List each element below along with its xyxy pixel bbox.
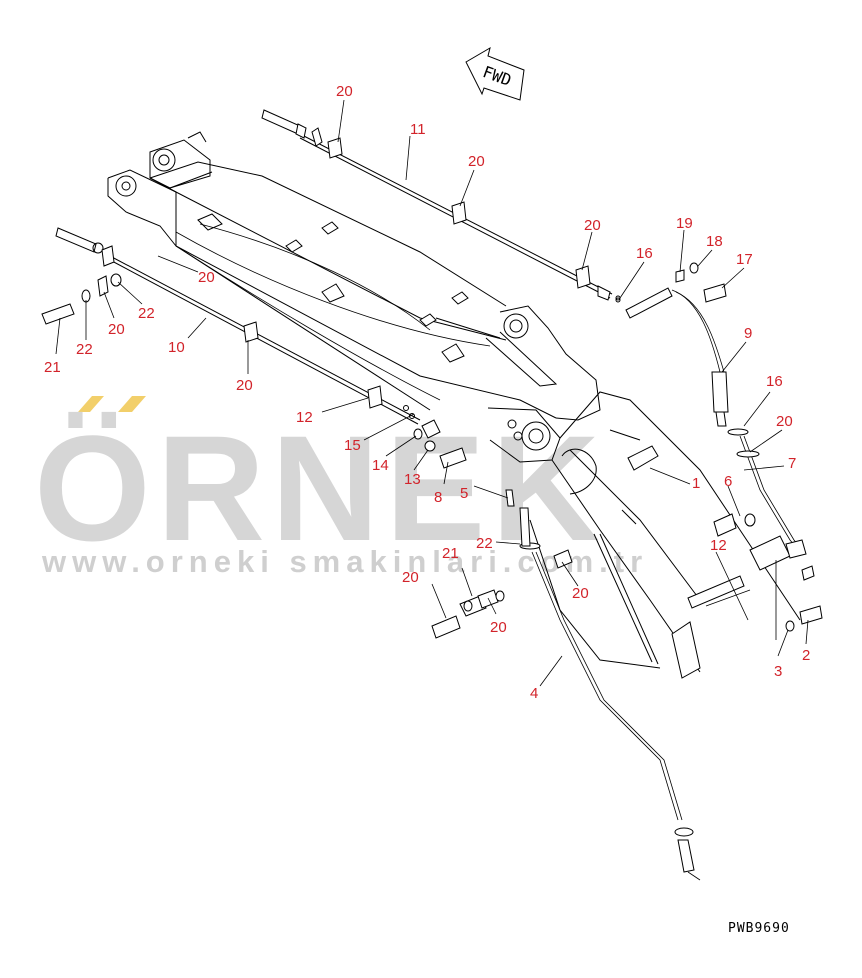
callout-label: 20 (584, 217, 601, 234)
callout-label: 3 (774, 663, 782, 680)
callout-label: 1 (692, 475, 700, 492)
callouts: 20 11 20 20 19 18 17 16 20 22 20 22 21 1… (44, 83, 810, 702)
callout-label: 21 (44, 359, 61, 376)
callout-label: 22 (476, 535, 493, 552)
callout-label: 22 (138, 305, 155, 322)
callout-label: 2 (802, 647, 810, 664)
boom-arm (107, 131, 801, 679)
callout-label: 15 (344, 437, 361, 454)
callout-label: 8 (434, 489, 442, 506)
callout-label: 21 (442, 545, 459, 562)
callout-label: 20 (198, 269, 215, 286)
callout-label: 5 (460, 485, 468, 502)
callout-label: 11 (410, 121, 426, 138)
rod-11 (261, 109, 621, 301)
leader-lines (55, 99, 809, 687)
callout-label: 16 (766, 373, 783, 390)
callout-label: 20 (468, 153, 485, 170)
fwd-arrow: FWD (465, 46, 525, 101)
callout-label: 10 (168, 339, 185, 356)
callout-label: 12 (710, 537, 727, 554)
fwd-arrow-shape (465, 46, 525, 101)
callout-label: 17 (736, 251, 753, 268)
callout-label: 22 (76, 341, 93, 358)
lower-clamp-group (431, 549, 573, 639)
callout-label: 20 (402, 569, 419, 586)
callout-label: 4 (530, 685, 538, 702)
centre-fasteners (413, 419, 515, 507)
watermark-name: ÖRNEK (34, 404, 606, 572)
watermark-umlaut-mark (78, 396, 146, 412)
callout-label: 13 (404, 471, 421, 488)
callout-label: 20 (776, 413, 793, 430)
hose-9 (615, 262, 805, 553)
callout-label: 19 (676, 215, 693, 232)
callout-label: 18 (706, 233, 723, 250)
bracket-1 (687, 535, 823, 640)
callout-label: 20 (336, 83, 353, 100)
callout-label: 20 (490, 619, 507, 636)
callout-label: 14 (372, 457, 389, 474)
callout-label: 20 (572, 585, 589, 602)
callout-label: 20 (236, 377, 253, 394)
callout-label: 9 (744, 325, 752, 342)
hose-4 (519, 507, 701, 881)
drawing-code: PWB9690 (728, 921, 790, 936)
watermark: ÖRNEK www.orneki smakinlari.com.tr (34, 396, 648, 579)
callout-label: 16 (636, 245, 653, 262)
watermark-url: www.orneki smakinlari.com.tr (41, 544, 648, 579)
callout-label: 6 (724, 473, 732, 490)
callout-label: 20 (108, 321, 125, 338)
callout-label: 7 (788, 455, 796, 472)
callout-label: 12 (296, 409, 313, 426)
rod-10 (41, 227, 421, 425)
